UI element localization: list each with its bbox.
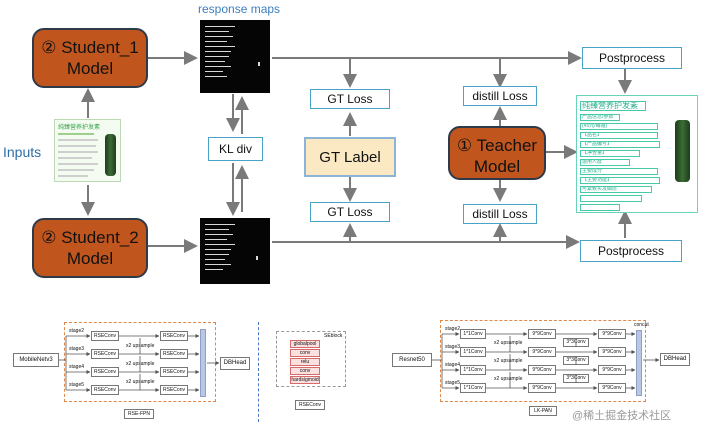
se-op: hardsigmoid xyxy=(290,376,320,384)
se-op: conv xyxy=(290,367,320,375)
detection-result-card: 纯臻营养护发素 产品信息/参数 (45元/每瓶) 【品名】 【产品编号】 【净含… xyxy=(576,95,698,213)
rseconv-frame xyxy=(276,331,346,387)
fpn-rseconv: RSEConv xyxy=(91,385,119,395)
inputs-label: Inputs xyxy=(3,144,42,160)
teacher-model: ① Teacher Model xyxy=(448,126,546,180)
gt-loss-bottom: GT Loss xyxy=(310,202,390,222)
fpn-rseconv: RSEConv xyxy=(160,349,188,359)
pan-dbhead: DBHead xyxy=(660,353,690,366)
distill-loss-bottom: distill Loss xyxy=(463,204,537,224)
pan-conv9: 9*9Conv xyxy=(528,347,556,357)
result-row: 主要成分 xyxy=(580,168,658,175)
result-row: 【产品编号】 xyxy=(580,141,660,148)
teacher-label: ① Teacher xyxy=(456,136,538,155)
pan-conv9-out: 9*9Conv xyxy=(598,365,626,375)
pan-conv1: 1*1Conv xyxy=(460,365,486,375)
pan-concat-label: concat xyxy=(634,322,649,328)
fpn-stage2: stage2 xyxy=(69,328,85,334)
seblock-label: SEblock xyxy=(324,333,343,339)
student-1-sub: Model xyxy=(66,59,114,78)
teacher-sub: Model xyxy=(473,157,521,176)
kl-div-box: KL div xyxy=(208,137,263,161)
result-row xyxy=(580,195,642,202)
se-op: globalpool xyxy=(290,340,320,348)
lk-pan-caption: LK-PAN xyxy=(529,406,557,416)
response-map-2 xyxy=(200,218,270,284)
pan-conv9-out: 9*9Conv xyxy=(598,329,626,339)
fpn-rseconv: RSEConv xyxy=(91,349,119,359)
gt-loss-top: GT Loss xyxy=(310,89,390,109)
pan-upsample: x2 upsample xyxy=(494,376,523,382)
pan-conv1: 1*1Conv xyxy=(460,347,486,357)
student-1-label: ② Student_1 xyxy=(41,38,139,57)
result-row: 【品名】 xyxy=(580,132,658,139)
pan-conv1: 1*1Conv xyxy=(460,329,486,339)
postprocess-top: Postprocess xyxy=(582,47,682,69)
rseconv-caption: RSEConv xyxy=(295,400,325,410)
result-row: 【主要功能】 xyxy=(580,177,660,184)
result-row: 适用人群 xyxy=(580,159,630,166)
fpn-stage4: stage4 xyxy=(69,364,85,370)
result-row xyxy=(580,204,620,211)
postprocess-bottom: Postprocess xyxy=(580,240,682,262)
resnet50-box: Resnet50 xyxy=(392,353,432,367)
pan-conv9-out: 9*9Conv xyxy=(598,383,626,393)
fpn-stage3: stage3 xyxy=(69,346,85,352)
mobilenetv3-box: MobileNetv3 xyxy=(13,353,59,367)
bottle-image xyxy=(675,120,690,182)
fpn-rseconv: RSEConv xyxy=(91,331,119,341)
result-row: 可紧致头发磷层 xyxy=(580,186,652,193)
result-row: 产品信息/参数 xyxy=(580,114,620,121)
response-map-1 xyxy=(200,20,270,93)
student-2-sub: Model xyxy=(66,249,114,268)
fpn-rseconv: RSEConv xyxy=(160,331,188,341)
pan-stage3: stage3 xyxy=(445,344,461,350)
fpn-dbhead: DBHead xyxy=(220,357,250,370)
pan-stage5: stage5 xyxy=(445,380,461,386)
input-image-title: 纯臻营养护发素 xyxy=(58,125,101,131)
fpn-rseconv: RSEConv xyxy=(160,367,188,377)
distill-loss-top: distill Loss xyxy=(463,86,537,106)
bottle-image xyxy=(105,134,116,176)
pan-conv9: 9*9Conv xyxy=(528,365,556,375)
fpn-stage5: stage5 xyxy=(69,382,85,388)
se-op: relu xyxy=(290,358,320,366)
fpn-rseconv: RSEConv xyxy=(91,367,119,377)
student-2-model: ② Student_2 Model xyxy=(32,218,148,278)
response-maps-title: response maps xyxy=(198,2,281,16)
fpn-concat-bar xyxy=(200,329,206,397)
result-row: (45元/每瓶) xyxy=(580,123,658,130)
pan-conv9: 9*9Conv xyxy=(528,383,556,393)
lk-pan-frame xyxy=(440,320,646,402)
fpn-rseconv: RSEConv xyxy=(160,385,188,395)
pan-conv9-out: 9*9Conv xyxy=(598,347,626,357)
pan-upsample: x2 upsample xyxy=(494,358,523,364)
pan-stage2: stage2 xyxy=(445,326,461,332)
result-row: 【净含量】 xyxy=(580,150,640,157)
pan-concat-bar xyxy=(636,330,642,396)
student-2-label: ② Student_2 xyxy=(41,228,139,247)
pan-conv1: 1*1Conv xyxy=(460,383,486,393)
se-op: conv xyxy=(290,349,320,357)
pan-conv9: 9*9Conv xyxy=(528,329,556,339)
input-image: 纯臻营养护发素 xyxy=(54,119,121,182)
pan-stage4: stage4 xyxy=(445,362,461,368)
gt-label-box: GT Label xyxy=(304,137,396,177)
rse-fpn-caption: RSE-FPN xyxy=(124,409,154,419)
result-row: 纯臻营养护发素 xyxy=(580,101,646,111)
student-1-model: ② Student_1 Model xyxy=(32,28,148,88)
watermark: @稀土掘金技术社区 xyxy=(572,410,672,422)
section-divider xyxy=(258,322,259,422)
pan-upsample: x2 upsample xyxy=(494,340,523,346)
